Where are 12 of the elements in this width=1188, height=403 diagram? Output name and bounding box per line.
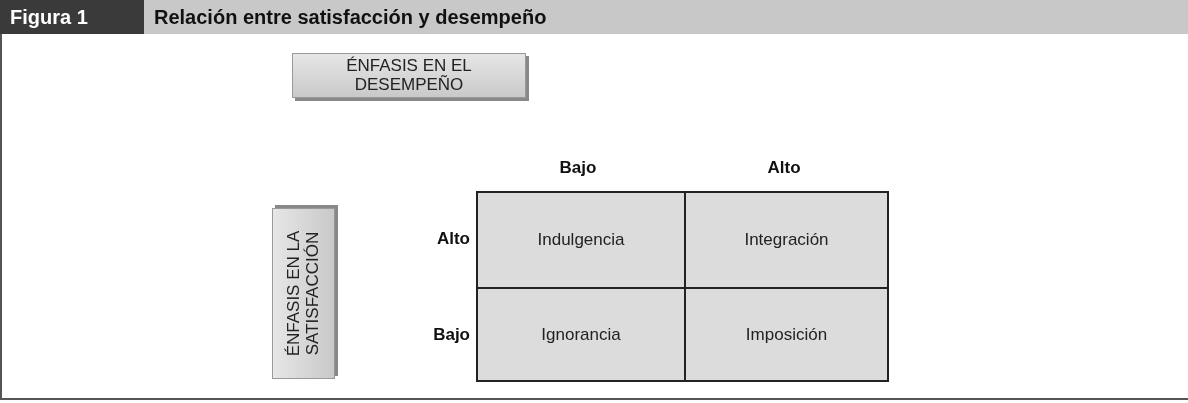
figure-title: Relación entre satisfacción y desempeño	[144, 0, 1188, 34]
axis-label: Bajo	[558, 158, 598, 178]
matrix-cell: Integración	[684, 191, 889, 289]
matrix-cell: Ignorancia	[476, 287, 686, 382]
axis-title-box: ÉNFASIS EN LA SATISFACCIÓN	[272, 208, 335, 379]
axis-label: Alto	[766, 158, 802, 178]
axis-title-box: ÉNFASIS EN EL DESEMPEÑO	[292, 53, 526, 98]
matrix-cell: Imposición	[684, 287, 889, 382]
axis-label: Bajo	[432, 325, 470, 345]
matrix-cell: Indulgencia	[476, 191, 686, 289]
figure-number: Figura 1	[0, 0, 144, 34]
axis-label: Alto	[435, 229, 470, 249]
